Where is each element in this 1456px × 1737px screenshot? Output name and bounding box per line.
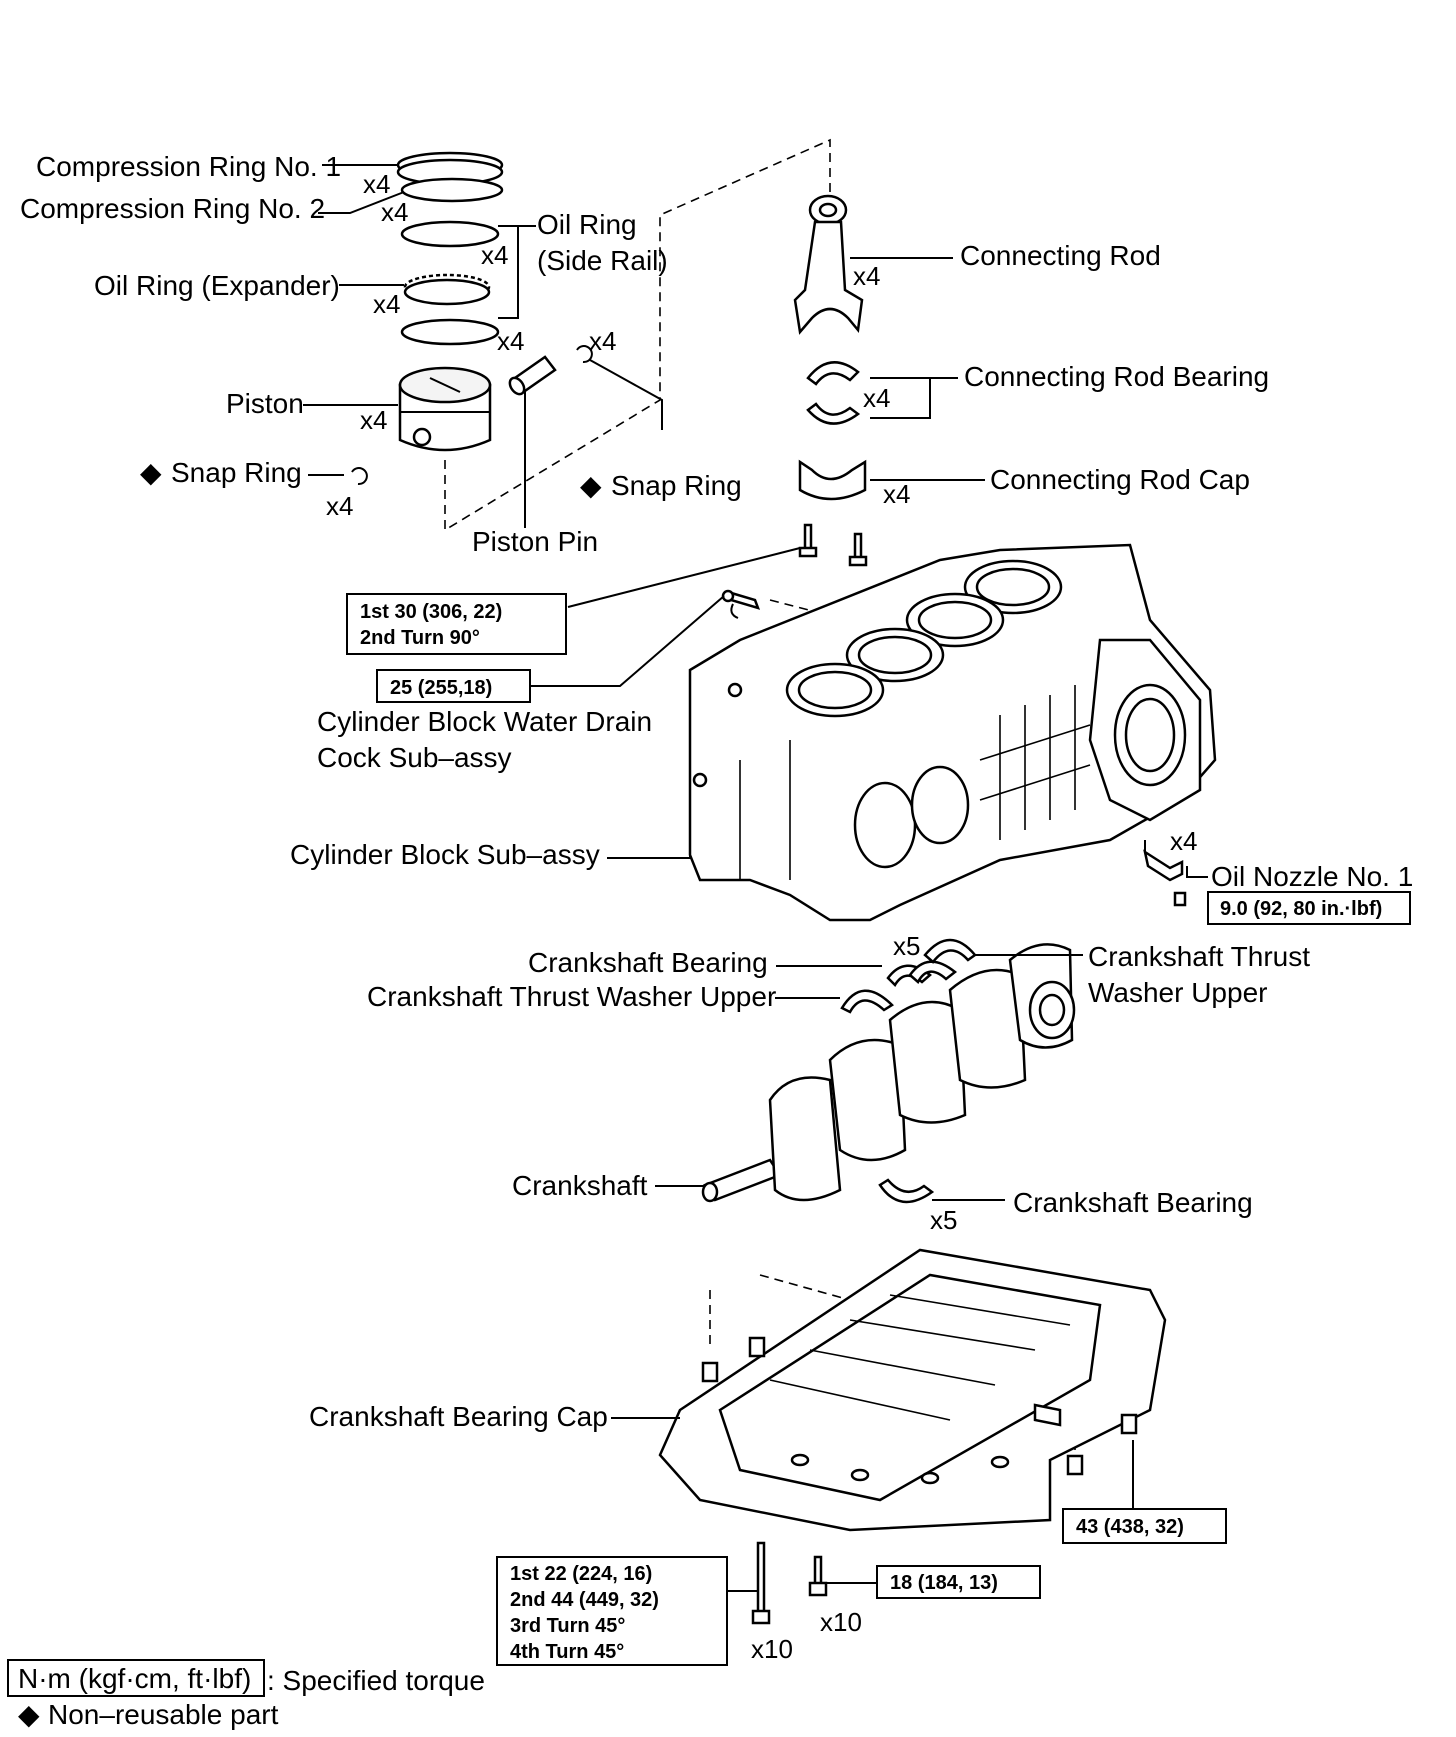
connecting-rod-bearing-upper-part: [806, 361, 860, 386]
nonreusable-marker-right: ◆: [580, 470, 602, 501]
qty-connecting-rod-cap: x4: [883, 479, 910, 509]
qty-oil-ring-expander: x4: [373, 289, 400, 319]
connecting-rod-bearing-lower-part: [806, 402, 861, 425]
qty-oil-ring-side-rail-upper: x4: [481, 240, 508, 270]
thrust-washer-upper-right-part: [923, 938, 977, 964]
torque-drain-cock: 25 (255,18): [390, 677, 492, 699]
oil-ring-side-rail-lower-part: [400, 318, 500, 346]
label-thrust-washer-upper-left: Crankshaft Thrust Washer Upper: [367, 981, 776, 1012]
bearing-cap-studs-part: [701, 1336, 1138, 1476]
piston-pin-part: [508, 355, 557, 396]
qty-compression-ring-2: x4: [381, 197, 408, 227]
snap-ring-right-part: [576, 345, 593, 364]
label-crankshaft-bearing-lower: Crankshaft Bearing: [1013, 1187, 1253, 1218]
qty-snap-ring-right: x4: [589, 326, 616, 356]
connecting-rod-cap-part: [798, 459, 867, 501]
torque-bearing-cap-stud: 43 (438, 32): [1076, 1516, 1184, 1538]
legend: N·m (kgf·cm, ft·lbf) : Specified torque …: [7, 1659, 485, 1730]
cylinder-block-part: [688, 543, 1217, 922]
label-oil-ring-expander: Oil Ring (Expander): [94, 270, 340, 301]
torque-box-bearing-cap-small-bolt: 18 (184, 13): [876, 1565, 1041, 1599]
leader-lines: [303, 164, 1208, 1592]
torque-box-oil-nozzle: 9.0 (92, 80 in.·lbf): [1207, 891, 1411, 925]
torque-rod-cap-line1: 1st 30 (306, 22): [360, 601, 502, 623]
crankshaft-bearing-upper-part: [886, 960, 958, 988]
torque-box-rod-cap: 1st 30 (306, 22) 2nd Turn 90°: [346, 593, 567, 655]
label-piston: Piston: [226, 388, 304, 419]
qty-bearing-cap-small-bolt: x10: [820, 1607, 862, 1637]
legend-torque-unit: N·m (kgf·cm, ft·lbf): [18, 1663, 251, 1694]
drain-cock-part: [721, 589, 761, 619]
label-connecting-rod-bearing: Connecting Rod Bearing: [964, 361, 1269, 392]
crankshaft-bearing-lower-part: [878, 1178, 935, 1204]
label-piston-pin: Piston Pin: [472, 526, 598, 557]
qty-crankshaft-bearing-lower: x5: [930, 1205, 957, 1235]
qty-piston: x4: [360, 405, 387, 435]
label-crankshaft-bearing-upper: Crankshaft Bearing: [528, 947, 768, 978]
torque-small-bolt: 18 (184, 13): [890, 1572, 998, 1594]
torque-main-bolt-line4: 4th Turn 45°: [510, 1641, 624, 1663]
label-oil-nozzle: Oil Nozzle No. 1: [1211, 861, 1413, 892]
compression-ring-2-part: [400, 177, 504, 203]
label-drain-cock-line2: Cock Sub–assy: [317, 742, 512, 773]
torque-main-bolt-line2: 2nd 44 (449, 32): [510, 1589, 659, 1611]
label-compression-ring-1: Compression Ring No. 1: [36, 151, 341, 182]
oil-ring-side-rail-upper-part: [400, 220, 500, 248]
connecting-rod-part: [793, 194, 864, 335]
bearing-cap-bolts-part: [751, 1541, 828, 1625]
oil-ring-expander-part: [403, 273, 491, 306]
qty-crankshaft-bearing-upper: x5: [893, 931, 920, 961]
label-compression-ring-2: Compression Ring No. 2: [20, 193, 325, 224]
crankshaft-bearing-cap-part: [658, 1248, 1167, 1532]
label-connecting-rod: Connecting Rod: [960, 240, 1161, 271]
oil-nozzle-part: [1143, 840, 1187, 907]
torque-box-drain-cock: 25 (255,18): [376, 669, 531, 703]
label-snap-ring-left: Snap Ring: [171, 457, 302, 488]
torque-box-bearing-cap-stud: 43 (438, 32): [1062, 1508, 1227, 1544]
qty-oil-ring-side-rail-lower: x4: [497, 326, 524, 356]
label-oil-ring: Oil Ring: [537, 209, 637, 240]
label-cylinder-block: Cylinder Block Sub–assy: [290, 839, 600, 870]
legend-nonreusable-desc: Non–reusable part: [48, 1699, 279, 1730]
torque-oil-nozzle: 9.0 (92, 80 in.·lbf): [1220, 898, 1382, 920]
nonreusable-marker-left: ◆: [140, 457, 162, 488]
rod-cap-bolts-part: [798, 523, 868, 567]
legend-torque-desc: : Specified torque: [267, 1665, 485, 1696]
crankshaft-part: [701, 943, 1076, 1203]
snap-ring-left-part: [351, 467, 368, 486]
qty-oil-nozzle: x4: [1170, 826, 1197, 856]
qty-connecting-rod-bearing: x4: [863, 383, 890, 413]
qty-connecting-rod: x4: [853, 261, 880, 291]
label-crankshaft: Crankshaft: [512, 1170, 648, 1201]
part-labels: Compression Ring No. 1 Compression Ring …: [20, 151, 1413, 1432]
label-thrust-washer-upper-right-line1: Crankshaft Thrust: [1088, 941, 1310, 972]
label-drain-cock-line1: Cylinder Block Water Drain: [317, 706, 652, 737]
label-oil-ring-side-rail: (Side Rail): [537, 245, 668, 276]
label-connecting-rod-cap: Connecting Rod Cap: [990, 464, 1250, 495]
qty-bearing-cap-main-bolt: x10: [751, 1634, 793, 1664]
thrust-washer-upper-left-part: [840, 989, 894, 1014]
torque-box-bearing-cap-main-bolt: 1st 22 (224, 16) 2nd 44 (449, 32) 3rd Tu…: [496, 1556, 728, 1666]
torque-rod-cap-line2: 2nd Turn 90°: [360, 627, 480, 649]
label-snap-ring-right: Snap Ring: [611, 470, 742, 501]
label-thrust-washer-upper-right-line2: Washer Upper: [1088, 977, 1267, 1008]
qty-compression-ring-1: x4: [363, 169, 390, 199]
qty-snap-ring-left: x4: [326, 491, 353, 521]
quantity-labels: x4 x4 x4 x4 x4 x4 x4 x4 x4 x4 x4 x4 x5 x…: [326, 169, 1197, 1664]
torque-main-bolt-line1: 1st 22 (224, 16): [510, 1563, 652, 1585]
legend-nonreusable-symbol: ◆: [18, 1699, 40, 1730]
torque-main-bolt-line3: 3rd Turn 45°: [510, 1615, 625, 1637]
piston-part: [398, 366, 492, 452]
label-crankshaft-bearing-cap: Crankshaft Bearing Cap: [309, 1401, 608, 1432]
